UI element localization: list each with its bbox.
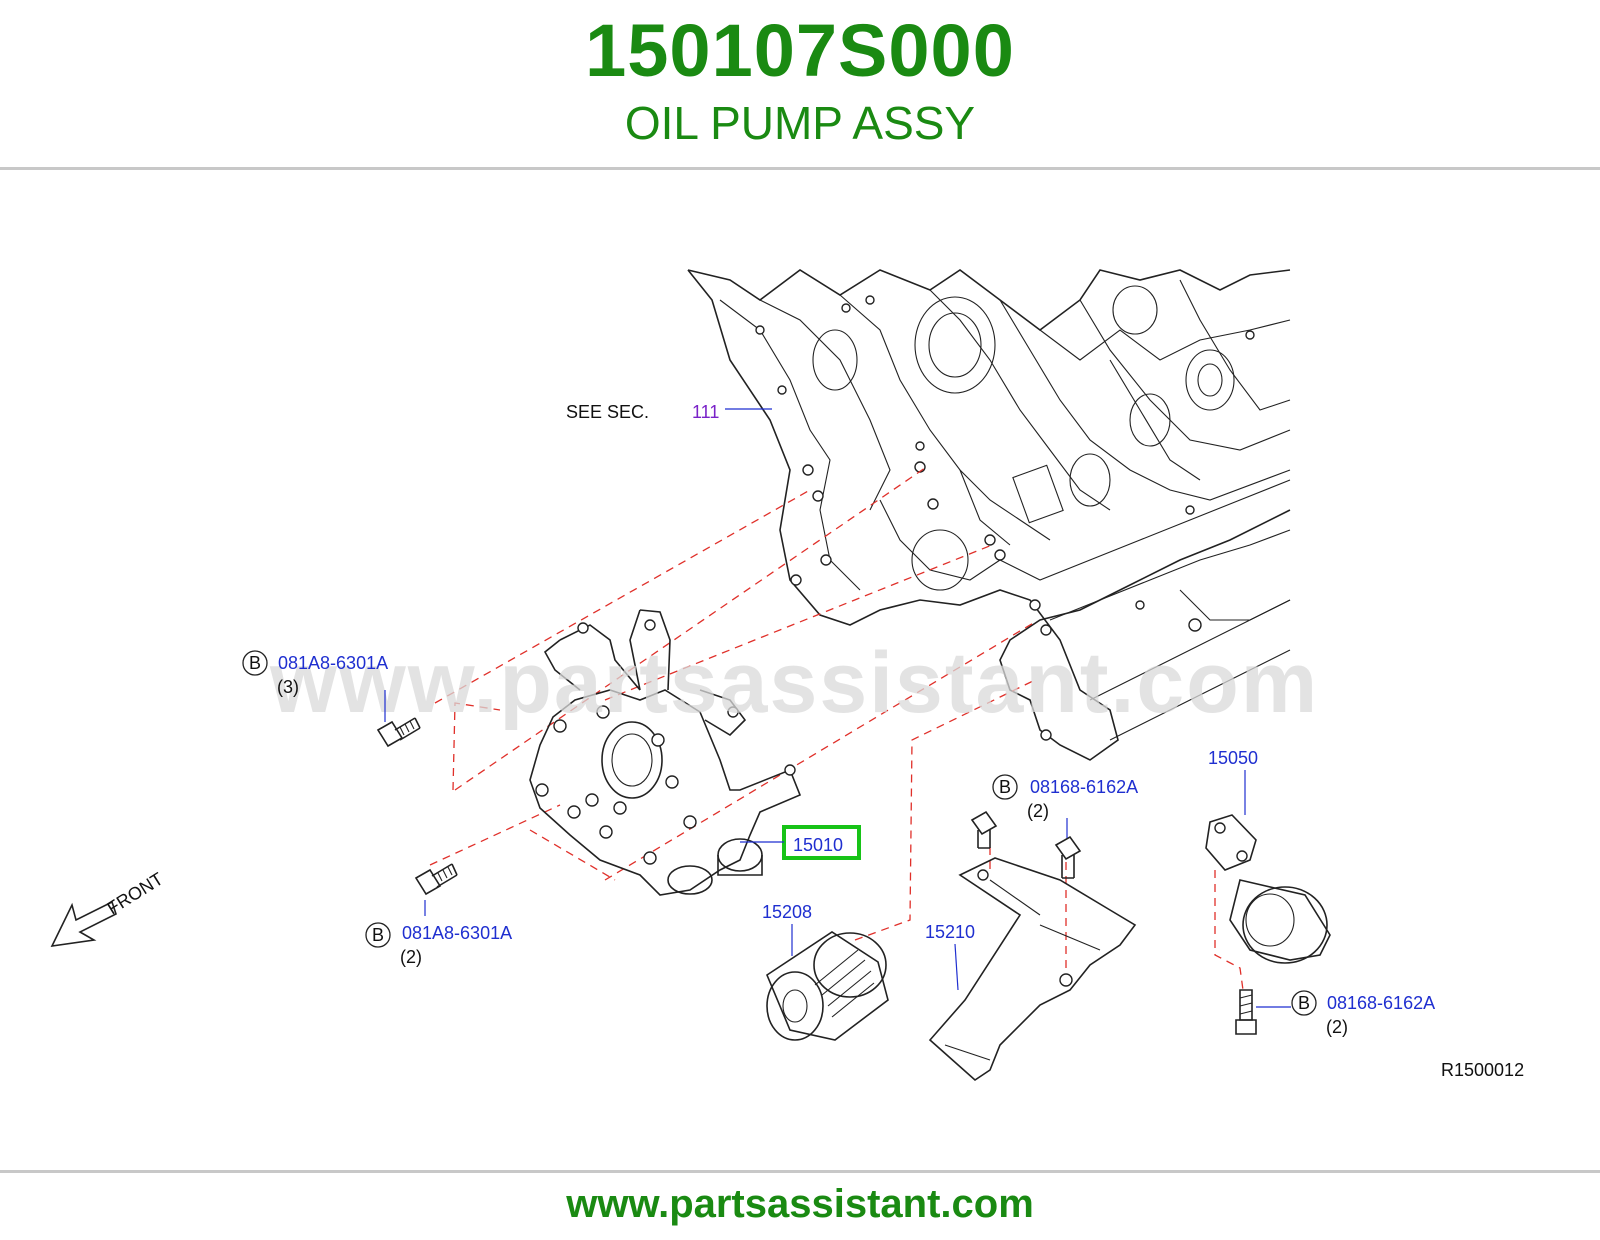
callout-bolt-lower[interactable]: B 081A8-6301A (2): [365, 900, 512, 967]
callout-connector-bolt[interactable]: B 08168-6162A (2): [1256, 990, 1435, 1037]
bolt-lower-drawing: [414, 863, 458, 896]
parts-diagram: FRONT www.partsassistant.com SEE SEC. 11…: [50, 269, 1524, 1082]
alignment-lines: [429, 467, 1244, 991]
badge-circle: [992, 774, 1018, 800]
callout-code[interactable]: 15210: [925, 922, 975, 942]
bracket-drawing: [928, 857, 1137, 1082]
footer-website-link[interactable]: www.partsassistant.com: [566, 1182, 1034, 1226]
callout-code[interactable]: 081A8-6301A: [278, 653, 388, 673]
callout-qty: (2): [400, 947, 422, 967]
callout-qty: (2): [1027, 801, 1049, 821]
callout-bracket[interactable]: 15210: [925, 922, 975, 991]
connector-drawing: [1205, 814, 1331, 964]
part-name-subtitle: OIL PUMP ASSY: [624, 97, 976, 149]
bracket-bolt-1-drawing: [970, 810, 998, 849]
drawing-code: R1500012: [1441, 1060, 1524, 1080]
see-sec-label: SEE SEC.: [566, 402, 649, 422]
badge-circle: [365, 922, 391, 948]
callout-oil-pump[interactable]: 15010: [740, 825, 861, 860]
callout-leader: [954, 943, 959, 991]
page-header: 150107S000 OIL PUMP ASSY: [0, 0, 1600, 168]
oil-pump-drawing: [529, 609, 802, 896]
footer-divider: [0, 1170, 1600, 1173]
callout-badge: B: [249, 653, 261, 673]
badge-circle: [242, 650, 268, 676]
connector-bolt-drawing: [1235, 989, 1257, 1035]
callout-oil-filter[interactable]: 15208: [762, 902, 812, 956]
callout-bracket-bolt[interactable]: B 08168-6162A (2): [992, 774, 1138, 838]
bracket-bolt-2-drawing: [1054, 835, 1082, 879]
front-label: FRONT: [104, 869, 167, 919]
callout-badge: B: [372, 925, 384, 945]
callout-connector[interactable]: 15050: [1208, 748, 1258, 815]
part-number-title: 150107S000: [585, 9, 1015, 92]
see-sec-link[interactable]: 111: [692, 402, 719, 422]
oil-filter-drawing: [766, 931, 889, 1041]
callout-qty: (3): [277, 677, 299, 697]
callout-code[interactable]: 08168-6162A: [1030, 777, 1138, 797]
callout-bolt-upper[interactable]: B 081A8-6301A (3): [242, 650, 388, 722]
watermark-text: www.partsassistant.com: [269, 635, 1319, 731]
callout-code[interactable]: 08168-6162A: [1327, 993, 1435, 1013]
engine-block-drawing: [687, 269, 1291, 761]
callout-code[interactable]: 15010: [793, 835, 843, 855]
callout-code[interactable]: 081A8-6301A: [402, 923, 512, 943]
badge-circle: [1291, 990, 1317, 1016]
header-divider: [0, 167, 1600, 170]
callout-code[interactable]: 15208: [762, 902, 812, 922]
bolt-upper-drawing: [376, 717, 421, 748]
callout-qty: (2): [1326, 1017, 1348, 1037]
callout-badge: B: [1298, 993, 1310, 1013]
front-arrow-icon: [50, 900, 117, 948]
callout-code[interactable]: 15050: [1208, 748, 1258, 768]
callout-badge: B: [999, 777, 1011, 797]
